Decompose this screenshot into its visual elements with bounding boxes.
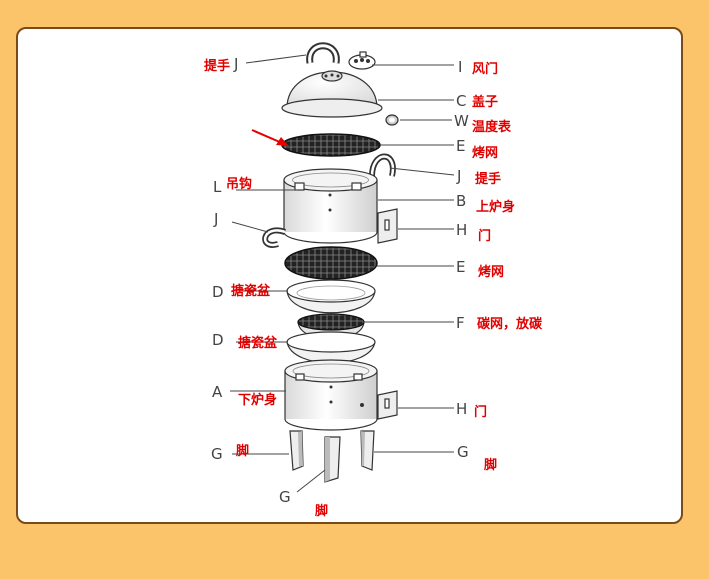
letter-h-upper: H <box>456 221 467 239</box>
letter-e-top: E <box>456 137 465 155</box>
label-leg-center: 脚 <box>315 503 328 519</box>
leader-lines <box>230 54 455 493</box>
lower-enamel-pan <box>286 331 376 364</box>
upper-enamel-pan <box>286 279 376 314</box>
label-upper-body: 上炉身 <box>476 199 515 215</box>
label-vent: 风门 <box>472 61 498 77</box>
label-charcoal-grate: 碳网，放碳 <box>477 316 543 332</box>
letter-g-right: G <box>457 443 469 461</box>
letter-d-lower: D <box>212 331 224 349</box>
top-grill <box>281 133 381 157</box>
letter-j-top: J <box>233 55 238 73</box>
label-pan-lower: 搪瓷盆 <box>238 335 278 351</box>
center-leg <box>324 436 341 483</box>
label-grill-top: 烤网 <box>472 145 498 161</box>
upper-body <box>283 168 378 244</box>
label-leg-right: 脚 <box>484 457 497 473</box>
letter-h-lower: H <box>456 400 467 418</box>
label-thermometer: 温度表 <box>472 119 512 135</box>
letter-i: I <box>458 58 462 76</box>
label-door-lower: 门 <box>474 404 487 420</box>
red-arrow <box>251 129 289 146</box>
right-leg <box>360 430 375 471</box>
top-handle <box>306 42 340 64</box>
label-handle-top: 提手 <box>204 58 230 74</box>
left-leg <box>289 430 304 471</box>
label-grill-mid: 烤网 <box>478 264 504 280</box>
chinese-labels: 提手 风门 盖子 温度表 烤网 提手 吊钩 上炉身 门 烤网 搪瓷盆 碳网，放碳… <box>204 58 543 519</box>
lower-body <box>284 359 378 431</box>
vent <box>348 51 376 70</box>
label-handle-right: 提手 <box>475 171 501 187</box>
letter-g-left: G <box>211 445 223 463</box>
letter-j-left: J <box>213 210 218 228</box>
letter-j-right: J <box>456 167 461 185</box>
label-hook: 吊钩 <box>226 176 252 192</box>
lid <box>281 70 383 118</box>
letter-a: A <box>212 383 223 401</box>
middle-grill <box>284 246 378 280</box>
label-lower-body: 下炉身 <box>238 392 277 408</box>
letter-e-mid: E <box>456 258 465 276</box>
label-lid: 盖子 <box>472 94 498 110</box>
letter-w: W <box>454 112 469 130</box>
label-door-upper: 门 <box>478 228 491 244</box>
letter-d-upper: D <box>212 283 224 301</box>
letter-f: F <box>456 314 465 332</box>
letter-b: B <box>456 192 466 210</box>
lower-door <box>377 390 398 420</box>
letter-g-center: G <box>279 488 291 506</box>
upper-door <box>377 208 398 244</box>
letter-l: L <box>213 178 222 196</box>
letter-labels: J I C W E J L B J H E D F D A H G G G <box>211 55 469 506</box>
label-pan-upper: 搪瓷盆 <box>231 283 271 299</box>
letter-c: C <box>456 92 466 110</box>
label-leg-left: 脚 <box>236 443 249 459</box>
